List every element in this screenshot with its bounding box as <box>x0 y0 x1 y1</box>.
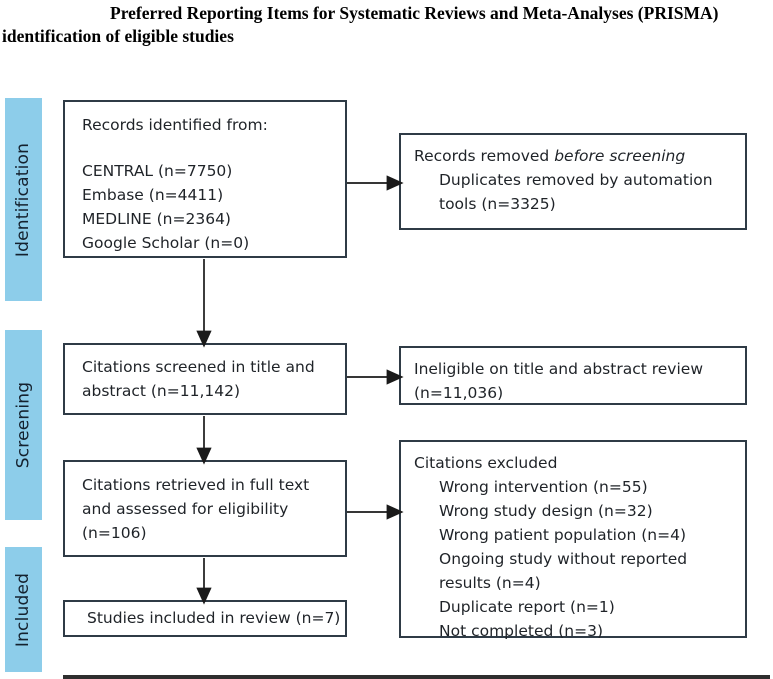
records-removed-heading-italic: before screening <box>554 147 686 165</box>
figure-caption-line1: Preferred Reporting Items for Systematic… <box>110 3 719 23</box>
records-source-google-scholar: Google Scholar (n=0) <box>82 234 250 253</box>
box-citations-excluded: Citations excluded Wrong intervention (n… <box>399 440 747 640</box>
records-source-medline: MEDLINE (n=2364) <box>82 210 231 229</box>
figure-caption-line2: identification of eligible studies <box>2 26 234 46</box>
excluded-reason-intervention: Wrong intervention (n=55) <box>439 478 648 497</box>
studies-included-text: Studies included in review (n=7) <box>87 609 341 628</box>
records-removed-heading-prefix: Records removed <box>414 147 555 165</box>
stage-identification-label: Identification <box>13 142 34 257</box>
records-source-embase: Embase (n=4411) <box>82 186 224 205</box>
excluded-reason-ongoing-study: Ongoing study without reported results (… <box>439 550 688 593</box>
box-studies-included: Studies included in review (n=7) <box>63 600 347 637</box>
records-identified-heading: Records identified from: <box>82 116 268 134</box>
stage-screening: Screening <box>5 330 42 520</box>
stage-included-label: Included <box>13 572 34 647</box>
stage-included: Included <box>5 547 42 672</box>
excluded-reason-not-completed: Not completed (n=3) <box>439 622 604 641</box>
records-source-central: CENTRAL (n=7750) <box>82 162 233 181</box>
stage-identification: Identification <box>5 98 42 301</box>
box-records-removed: Records removed before screening Duplica… <box>399 133 747 230</box>
citations-excluded-heading: Citations excluded <box>414 454 558 472</box>
box-records-identified: Records identified from: CENTRAL (n=7750… <box>63 100 347 258</box>
records-removed-heading: Records removed before screening <box>414 144 735 168</box>
fulltext-assessed-text: Citations retrieved in full text and ass… <box>82 476 310 543</box>
excluded-reason-patient-population: Wrong patient population (n=4) <box>439 526 686 545</box>
records-removed-detail: Duplicates removed by automation tools (… <box>439 171 713 214</box>
box-fulltext-assessed: Citations retrieved in full text and ass… <box>63 460 347 557</box>
excluded-reason-duplicate-report: Duplicate report (n=1) <box>439 598 615 617</box>
citations-screened-text: Citations screened in title and abstract… <box>82 357 315 400</box>
stage-screening-label: Screening <box>13 381 34 469</box>
box-ineligible: Ineligible on title and abstract review … <box>399 346 747 405</box>
cropped-bottom-rule <box>63 675 770 679</box>
ineligible-text: Ineligible on title and abstract review … <box>414 360 703 403</box>
excluded-reason-study-design: Wrong study design (n=32) <box>439 502 653 521</box>
box-citations-screened: Citations screened in title and abstract… <box>63 343 347 415</box>
